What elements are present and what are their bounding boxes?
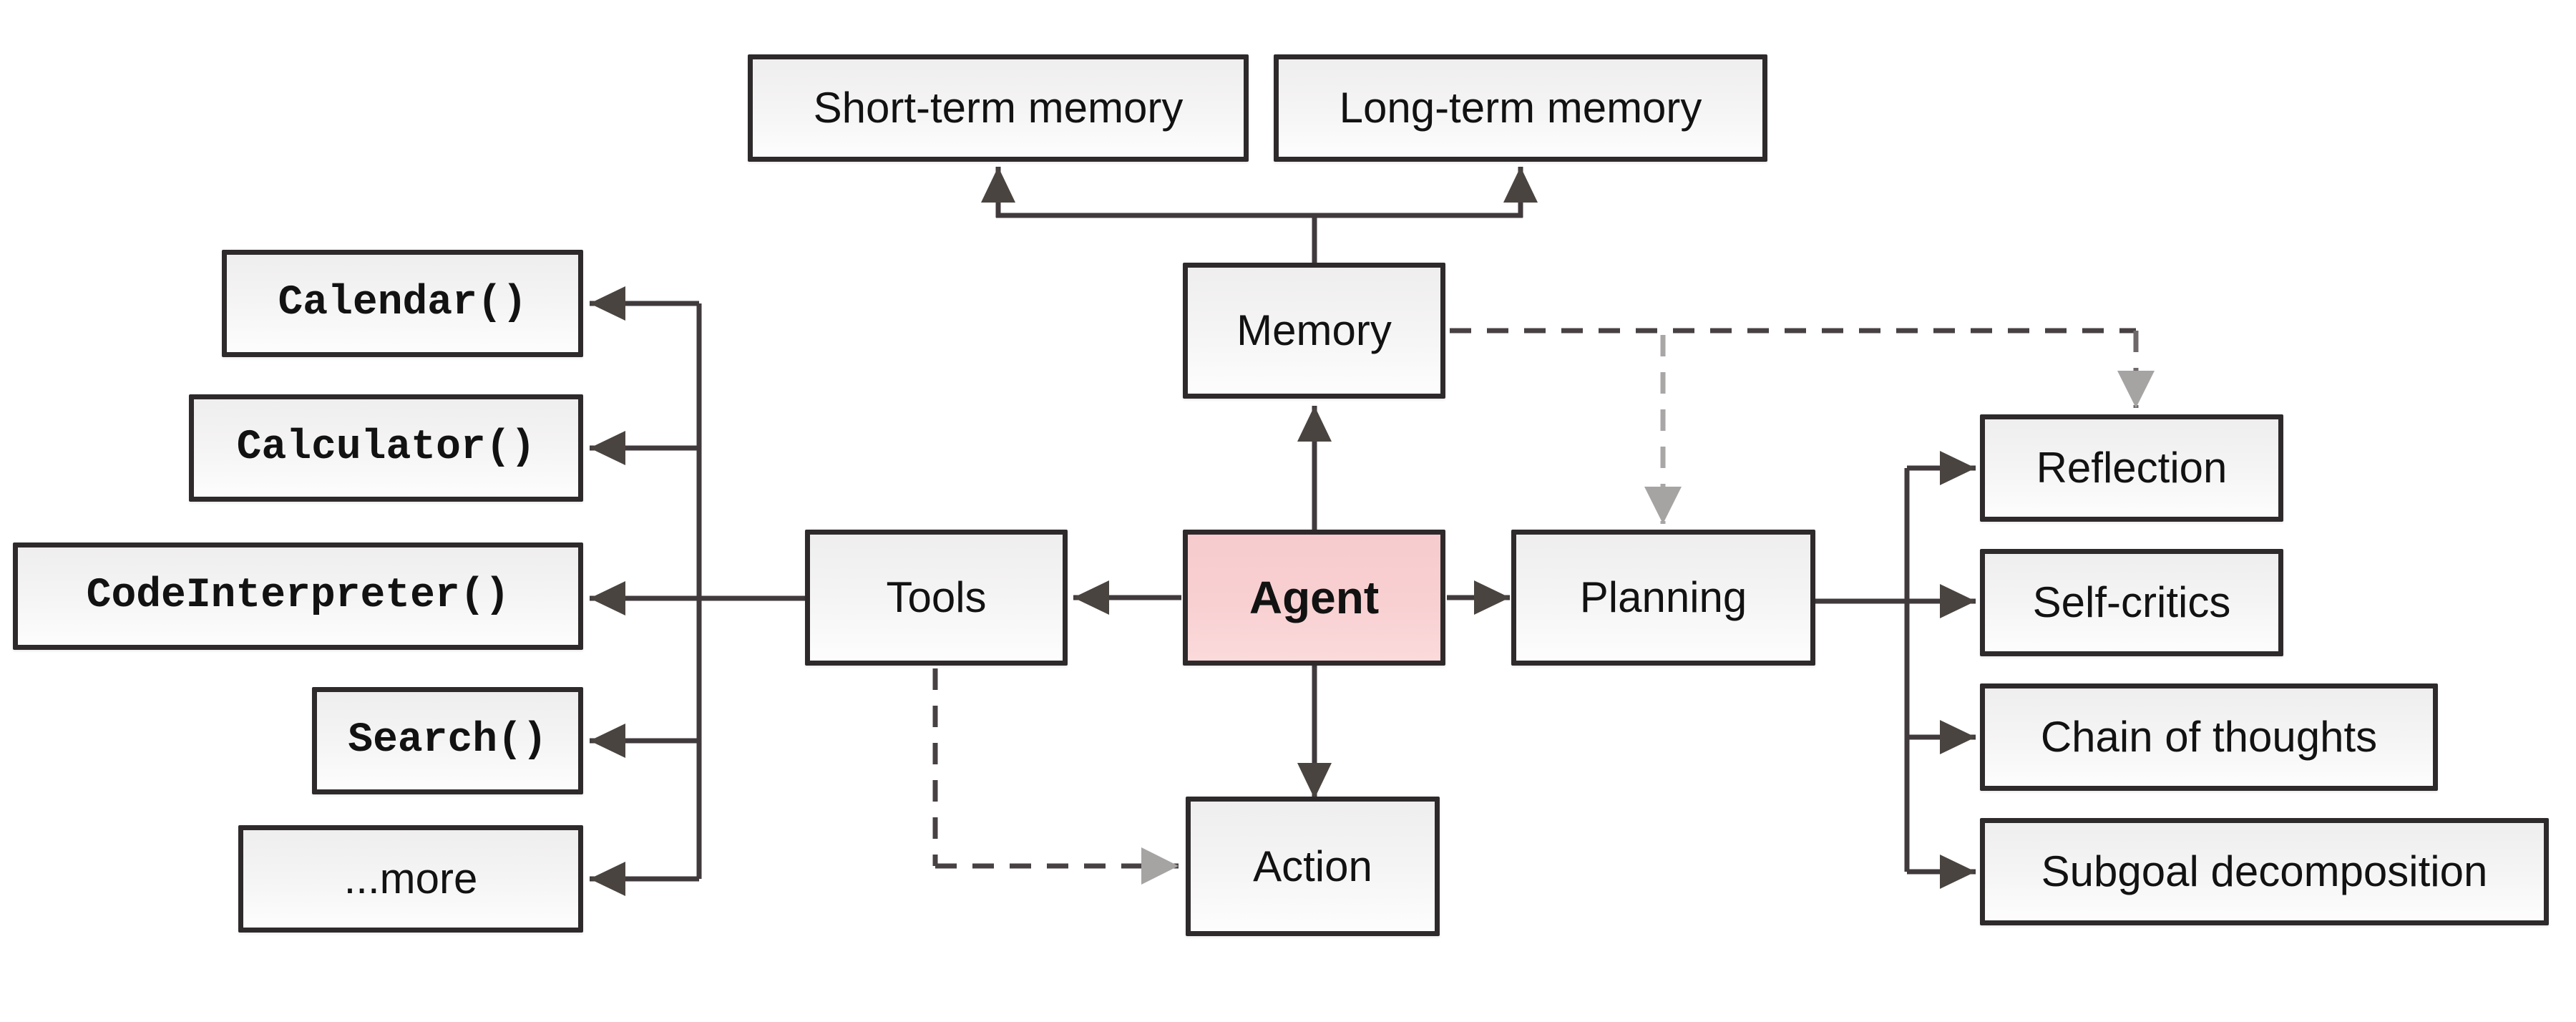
node-code-interpreter-label: CodeInterpreter() <box>86 573 510 619</box>
node-more-label: ...more <box>343 855 478 902</box>
dashed-edges <box>932 328 2155 885</box>
solid-edges <box>590 167 1976 896</box>
node-more: ...more <box>238 825 583 933</box>
node-self-critics-label: Self-critics <box>2032 578 2231 626</box>
node-long-term-memory: Long-term memory <box>1274 54 1767 162</box>
node-calendar: Calendar() <box>222 250 583 357</box>
node-agent: Agent <box>1183 530 1445 666</box>
node-memory: Memory <box>1183 263 1445 399</box>
node-calculator-label: Calculator() <box>236 424 536 471</box>
node-tools-label: Tools <box>886 573 987 621</box>
node-tools: Tools <box>805 530 1068 666</box>
node-subgoal-decomposition-label: Subgoal decomposition <box>2041 847 2488 895</box>
node-action-label: Action <box>1253 842 1372 890</box>
node-agent-label: Agent <box>1249 572 1380 623</box>
node-planning-label: Planning <box>1579 573 1747 621</box>
node-short-term-memory: Short-term memory <box>748 54 1249 162</box>
node-short-term-memory-label: Short-term memory <box>813 84 1184 132</box>
node-calculator: Calculator() <box>189 394 583 502</box>
node-action: Action <box>1186 797 1440 936</box>
node-code-interpreter: CodeInterpreter() <box>13 542 583 650</box>
node-memory-label: Memory <box>1236 306 1392 354</box>
node-calendar-label: Calendar() <box>278 280 527 326</box>
node-planning: Planning <box>1511 530 1815 666</box>
node-chain-of-thoughts: Chain of thoughts <box>1980 683 2438 791</box>
node-search-label: Search() <box>348 717 547 764</box>
node-self-critics: Self-critics <box>1980 549 2283 656</box>
node-chain-of-thoughts-label: Chain of thoughts <box>2040 713 2378 761</box>
node-reflection-label: Reflection <box>2036 444 2228 492</box>
node-long-term-memory-label: Long-term memory <box>1339 84 1702 132</box>
node-subgoal-decomposition: Subgoal decomposition <box>1980 818 2549 925</box>
node-reflection: Reflection <box>1980 414 2283 522</box>
node-search: Search() <box>312 687 583 794</box>
